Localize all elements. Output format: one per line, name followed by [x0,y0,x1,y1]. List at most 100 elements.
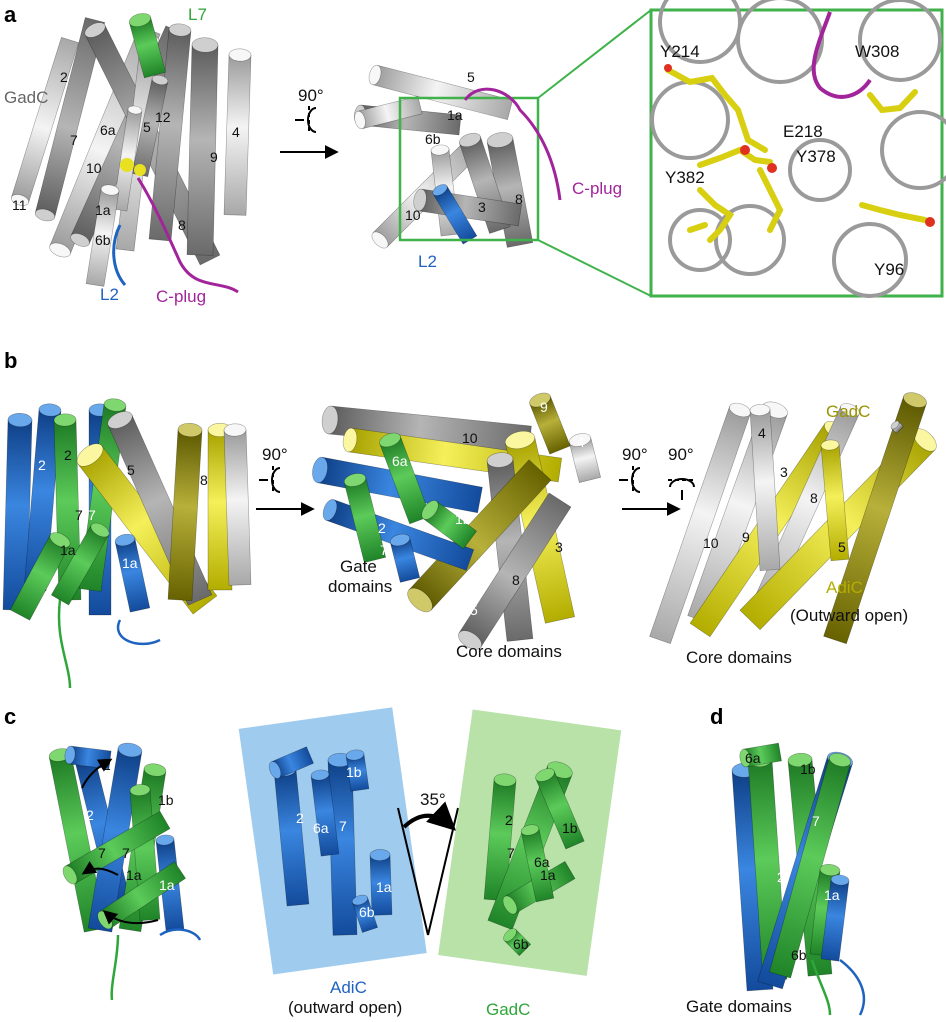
helix-number-label: 11 [12,197,27,213]
helix-cylinder [351,894,378,933]
helix-number-label: 1b [346,764,362,780]
label-outward-open-c: (outward open) [288,998,402,1017]
helix-number-label: 2 [296,810,304,826]
residue-label: Y378 [796,147,836,166]
panel-letter-c: c [4,704,16,729]
helix-number-label: 5 [838,539,846,555]
substrate-site [120,158,134,172]
panel-d-gate-overlay [731,742,853,992]
helix-number-label: 6b [513,936,529,952]
helix-cylinder [820,874,850,962]
helix-cylinder [310,769,340,857]
binding-site-inset [649,0,946,298]
movement-arrows [81,758,159,925]
c-loop [159,928,202,941]
helix-number-label: 2 [777,869,785,885]
helix-number-label: 8 [515,191,523,207]
helix-cylinder [368,64,513,121]
helix-number-label: 7 [88,507,96,523]
d-loop [839,959,866,1016]
helix-number-label: 4 [232,124,240,140]
substrate-site [134,164,146,176]
helix-coil [832,222,908,298]
panel-letter-d: d [710,704,723,729]
helix-cylinder [407,459,552,613]
label-gadc-c: GadC [486,1000,530,1019]
rotate-label-b2b: 90° [668,445,694,464]
c-plug-loop-middle [463,87,562,201]
helix-cylinder [114,533,151,613]
helix-number-label: 10 [462,430,478,446]
panel-letter-b: b [4,348,17,373]
helix-number-label: 3 [555,539,563,555]
helix-number-label: 6a [745,750,761,766]
helix-cylinder [649,402,751,644]
helix-number-label: 7 [507,845,515,861]
label-gate-domains-d: Gate domains [686,997,792,1016]
helix-number-label: 1a [122,555,138,571]
helix-cylinder [520,824,555,903]
helix-number-label: 5 [467,69,475,85]
panel-b-middle-structure [312,392,602,650]
helix-number-label: 8 [512,572,520,588]
label-core-domains: Core domains [456,642,562,661]
helix-cylinder [503,928,532,957]
b-loop [57,599,72,689]
helix-number-label: 1a [159,877,175,893]
helix-cylinder [10,36,79,206]
helix-cylinder [486,132,534,248]
helix-cylinder [890,420,904,434]
panel-a-middle-structure [354,64,534,249]
helix-number-label: 12 [155,109,171,125]
helix-number-label: 2 [60,69,68,85]
helix-cylinder [167,422,203,602]
helix-cylinder [369,849,393,916]
helix-number-label: 1a [824,887,840,903]
panel-b-left-structure [2,398,252,621]
label-outward-open-b: (Outward open) [790,606,908,625]
residue-label: Y96 [874,260,904,279]
helix-number-label: 2 [103,757,111,773]
helix-cylinder [128,13,166,79]
helix-number-label: 7 [122,845,130,861]
helix-cylinder [9,532,71,621]
rotate-label-b1: 90° [262,445,288,464]
helix-cylinder [148,23,192,242]
helix-cylinder [535,768,585,850]
helix-number-label: 6b [95,232,111,248]
label-l2: L2 [100,285,119,304]
d-loop [810,959,832,1016]
helix-number-label: 1b [158,792,174,808]
helix-number-label: 1a [95,202,111,218]
helix-number-label: 8 [810,490,818,506]
panel-c-overlay-structure [48,742,186,933]
helix-number-label: 6a [100,122,116,138]
helix-number-label: 3 [478,199,486,215]
c-plug-loop [136,177,239,294]
helix-number-label: 2 [38,457,46,473]
helix-cylinder [48,748,107,933]
helix-cylinder [268,746,314,779]
helix-number-label: 3 [780,464,788,480]
helix-coil [668,208,732,272]
helix-cylinder [343,473,387,564]
label-adic-b: AdiC [826,578,863,597]
zoom-connector-bottom [537,239,652,297]
helix-cylinder [458,492,572,650]
helix-number-label: 2 [86,807,94,823]
b-loop [116,619,161,646]
zoom-box [398,96,540,242]
helix-number-label: 7 [75,507,83,523]
helix-number-label: 7 [98,845,106,861]
helix-cylinder [389,533,421,583]
rotate-90-icon [619,466,696,500]
helix-cylinder [529,392,571,455]
helix-coil [714,204,786,276]
panel-letter-a: a [4,2,17,27]
rotate-label-b2a: 90° [622,445,648,464]
helix-number-label: 1a [376,879,392,895]
helix-number-label: 1b [562,820,578,836]
panel-c-gadc-gate [483,761,585,957]
helix-number-label: 2 [64,447,72,463]
